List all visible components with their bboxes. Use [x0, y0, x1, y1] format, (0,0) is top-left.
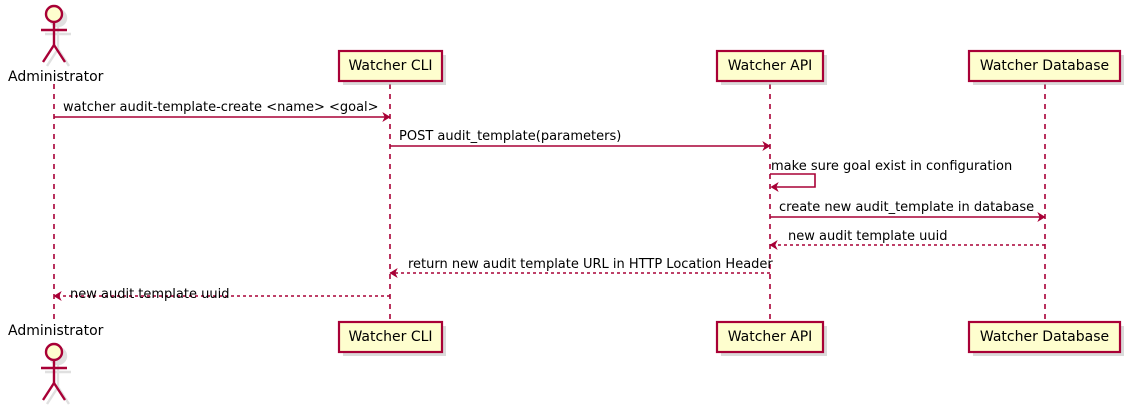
message-5[interactable]: [769, 240, 1045, 250]
message-label-1: watcher audit-template-create <name> <go…: [63, 100, 379, 115]
participant-box-watcher-database-bottom[interactable]: [967, 320, 1124, 356]
message-4[interactable]: [770, 212, 1046, 222]
message-label-2: POST audit_template(parameters): [399, 129, 622, 144]
message-3[interactable]: [770, 173, 816, 192]
participant-label-watcher-database-bottom[interactable]: Watcher Database: [979, 329, 1110, 345]
arrow-head: [1037, 212, 1046, 222]
participant-label-watcher-cli-top[interactable]: Watcher CLI: [348, 58, 433, 74]
participant-label-watcher-database-top[interactable]: Watcher Database: [979, 58, 1110, 74]
arrow-head: [389, 268, 398, 278]
actor-figure-bottom[interactable]: [41, 342, 71, 405]
message-7[interactable]: [53, 291, 390, 301]
actor-label-administrator-bottom[interactable]: Administrator: [8, 323, 104, 339]
message-2[interactable]: [390, 141, 771, 151]
actor-leg-left: [45, 48, 60, 67]
message-6[interactable]: [389, 268, 770, 278]
message-label-4: create new audit_template in database: [779, 200, 1035, 215]
participant-box-watcher-database-top[interactable]: [967, 49, 1124, 85]
actor-label-administrator-top[interactable]: Administrator: [8, 69, 104, 85]
participant-box-watcher-api-top[interactable]: [715, 49, 827, 85]
actor-head: [44, 4, 64, 24]
arrow-head: [769, 240, 778, 250]
arrow-head: [770, 182, 779, 192]
participant-label-watcher-cli-bottom[interactable]: Watcher CLI: [348, 329, 433, 345]
actor-leg-right: [52, 382, 67, 401]
actor-head: [44, 342, 64, 362]
participant-label-watcher-api-bottom[interactable]: Watcher API: [727, 329, 813, 345]
box-body: [967, 320, 1122, 354]
arrow-head: [762, 141, 771, 151]
actor-leg-right: [52, 44, 67, 63]
participant-box-watcher-cli-top[interactable]: [337, 49, 446, 85]
box-body: [715, 49, 825, 83]
message-label-5: new audit template uuid: [788, 229, 948, 244]
box-body: [967, 49, 1122, 83]
box-body: [337, 320, 444, 354]
message-label-3: make sure goal exist in configuration: [771, 159, 1013, 174]
message-line: [770, 173, 816, 188]
participant-label-watcher-api-top[interactable]: Watcher API: [727, 58, 813, 74]
actor-leg-left: [45, 386, 60, 405]
participant-box-watcher-api-bottom[interactable]: [715, 320, 827, 356]
participant-box-watcher-cli-bottom[interactable]: [337, 320, 446, 356]
arrow-head: [53, 291, 62, 301]
box-body: [337, 49, 444, 83]
arrow-head: [382, 112, 391, 122]
actor-figure-top[interactable]: [41, 4, 71, 67]
box-body: [715, 320, 825, 354]
actor-leg-left: [41, 44, 56, 63]
message-label-6: return new audit template URL in HTTP Lo…: [408, 257, 773, 272]
message-label-7: new audit template uuid: [70, 287, 230, 302]
actor-leg-left: [41, 382, 56, 401]
message-1[interactable]: [54, 112, 391, 122]
